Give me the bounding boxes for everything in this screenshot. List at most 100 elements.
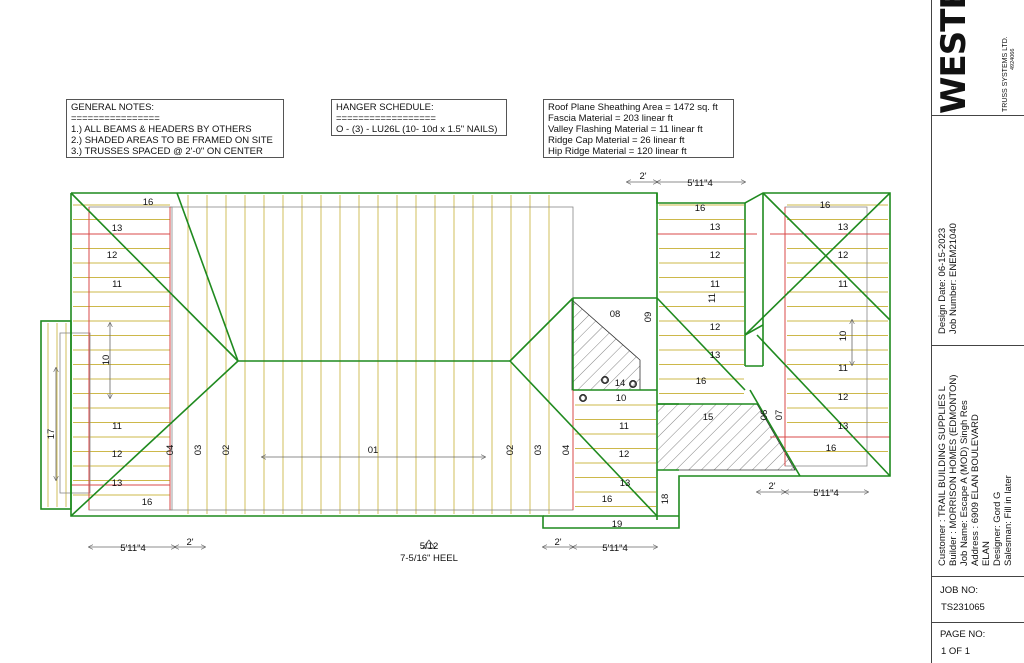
truss-label: 04 bbox=[165, 445, 176, 456]
truss-label: 12 bbox=[710, 250, 721, 261]
builder: Builder : MORRISON HOMES (EDMONTON) bbox=[948, 374, 959, 566]
customer: Customer : TRAIL BUILDING SUPPLIES L bbox=[937, 385, 948, 566]
hip-line bbox=[744, 324, 764, 336]
truss-label: 13 bbox=[112, 223, 123, 234]
general-note-1: 1.) ALL BEAMS & HEADERS BY OTHERS bbox=[71, 124, 252, 135]
truss-label: 13 bbox=[838, 222, 849, 233]
truss-label: 16 bbox=[696, 376, 707, 387]
material-sheathing: Roof Plane Sheathing Area = 1472 sq. ft bbox=[548, 102, 718, 113]
hip-line bbox=[756, 334, 891, 477]
right-wing-wall bbox=[784, 206, 868, 467]
truss-label: 03 bbox=[193, 445, 204, 456]
truss-label: 18 bbox=[660, 494, 671, 505]
truss-label: 09 bbox=[643, 312, 654, 323]
title-block-divider bbox=[931, 576, 1024, 577]
truss-label: 04 bbox=[561, 445, 572, 456]
truss-label: 16 bbox=[820, 200, 831, 211]
truss-label: 15 bbox=[703, 412, 714, 423]
truss-label: 11 bbox=[710, 279, 720, 290]
hip-line bbox=[656, 297, 746, 391]
hanger-schedule-title: HANGER SCHEDULE: bbox=[336, 102, 434, 113]
truss-label: 06 bbox=[759, 410, 770, 421]
truss-label: 01 bbox=[368, 445, 379, 456]
hanger-markers bbox=[579, 376, 637, 402]
truss-label: 10 bbox=[838, 331, 849, 342]
roof-framing-plan: 16 13 12 11 10 11 12 13 16 17 04 03 02 0… bbox=[40, 171, 891, 564]
dim-bm-run: 5'11"4 bbox=[602, 543, 628, 554]
truss-label: 16 bbox=[602, 494, 613, 505]
hanger-mark-circle bbox=[629, 380, 637, 388]
left-bump-wall bbox=[59, 332, 91, 494]
dim-top-run: 5'11"4 bbox=[687, 178, 713, 189]
hip-line bbox=[509, 297, 574, 362]
title-block-divider bbox=[931, 115, 1024, 116]
dim-bl-run: 5'11"4 bbox=[120, 543, 146, 554]
dim-br-gap: 2' bbox=[768, 481, 775, 492]
designer: Designer: Gord G bbox=[992, 491, 1003, 566]
truss-label: 11 bbox=[619, 421, 629, 432]
hanger-schedule-item: O - (3) - LU26L (10- 10d x 1.5" NAILS) bbox=[336, 124, 498, 135]
dim-top-gap: 2' bbox=[639, 171, 646, 182]
truss-label: 13 bbox=[112, 478, 123, 489]
hanger-mark: O bbox=[602, 376, 608, 385]
address-line-2: ELAN bbox=[981, 541, 992, 566]
truss-label: 08 bbox=[610, 309, 621, 320]
job-no-value: TS231065 bbox=[941, 602, 985, 613]
company-logo: WESTEK bbox=[934, 0, 974, 114]
truss-label: 13 bbox=[710, 350, 721, 361]
truss-label: 12 bbox=[838, 392, 849, 403]
dim-bl-gap: 2' bbox=[186, 537, 193, 548]
hip-line bbox=[509, 360, 658, 517]
truss-label: 10 bbox=[616, 393, 627, 404]
hip-line bbox=[70, 360, 239, 517]
hip-line bbox=[176, 192, 239, 362]
truss-label: 13 bbox=[838, 421, 849, 432]
truss-label: 11 bbox=[707, 293, 718, 303]
job-no-label: JOB NO: bbox=[940, 585, 979, 596]
hip-line bbox=[762, 192, 891, 321]
truss-label: 02 bbox=[221, 445, 232, 456]
truss-label: 13 bbox=[710, 222, 721, 233]
left-bump-outline bbox=[40, 320, 72, 510]
dimension-lines bbox=[56, 182, 868, 547]
hanger-mark-circle bbox=[579, 394, 587, 402]
roof-outline bbox=[40, 192, 891, 529]
hanger-mark-circle bbox=[601, 376, 609, 384]
general-notes-title: GENERAL NOTES: bbox=[71, 102, 155, 113]
general-notes-box: GENERAL NOTES: ================ 1.) ALL … bbox=[66, 99, 284, 158]
truss-label: 12 bbox=[107, 250, 118, 261]
address: Address : 6909 ELAN BOULEVARD bbox=[970, 414, 981, 566]
truss-label: 12 bbox=[710, 322, 721, 333]
pitch-label: 5/12 bbox=[420, 541, 439, 552]
truss-label: 11 bbox=[112, 279, 122, 290]
heel-label: 7-5/16" HEEL bbox=[400, 553, 458, 564]
design-date: Design Date: 06-15-2023 bbox=[937, 227, 948, 334]
truss-label: 07 bbox=[774, 410, 785, 421]
truss-label: 12 bbox=[112, 449, 123, 460]
hip-line bbox=[744, 192, 891, 336]
truss-label: 16 bbox=[142, 497, 153, 508]
truss-label: 12 bbox=[838, 250, 849, 261]
truss-label: 16 bbox=[826, 443, 837, 454]
pitch-triangle bbox=[422, 539, 436, 549]
general-note-3: 3.) TRUSSES SPACED @ 2'-0" ON CENTER bbox=[71, 146, 263, 157]
general-note-2: 2.) SHADED AREAS TO BE FRAMED ON SITE bbox=[71, 135, 273, 146]
job-name: Job Name: Escape A (MOD) Singh Res bbox=[959, 400, 970, 566]
hanger-mark: O bbox=[580, 394, 586, 403]
title-block-divider bbox=[931, 622, 1024, 623]
material-valley: Valley Flashing Material = 11 linear ft bbox=[548, 124, 703, 135]
truss-label: 16 bbox=[143, 197, 154, 208]
title-block-divider bbox=[931, 345, 1024, 346]
truss-label: 12 bbox=[619, 449, 630, 460]
title-block bbox=[931, 0, 1024, 663]
page-no-value: 1 OF 1 bbox=[941, 646, 971, 657]
company-phone: 4924066 bbox=[1010, 48, 1016, 70]
hanger-mark: O bbox=[630, 380, 636, 389]
page-no-label: PAGE NO: bbox=[940, 629, 986, 640]
dim-bm-gap: 2' bbox=[554, 537, 561, 548]
truss-label: 11 bbox=[112, 421, 122, 432]
girder-lines bbox=[71, 207, 890, 510]
hanger-schedule-box: HANGER SCHEDULE: ================== O - … bbox=[331, 99, 507, 136]
truss-label: 11 bbox=[838, 363, 848, 374]
materials-box: Roof Plane Sheathing Area = 1472 sq. ft … bbox=[543, 99, 734, 158]
